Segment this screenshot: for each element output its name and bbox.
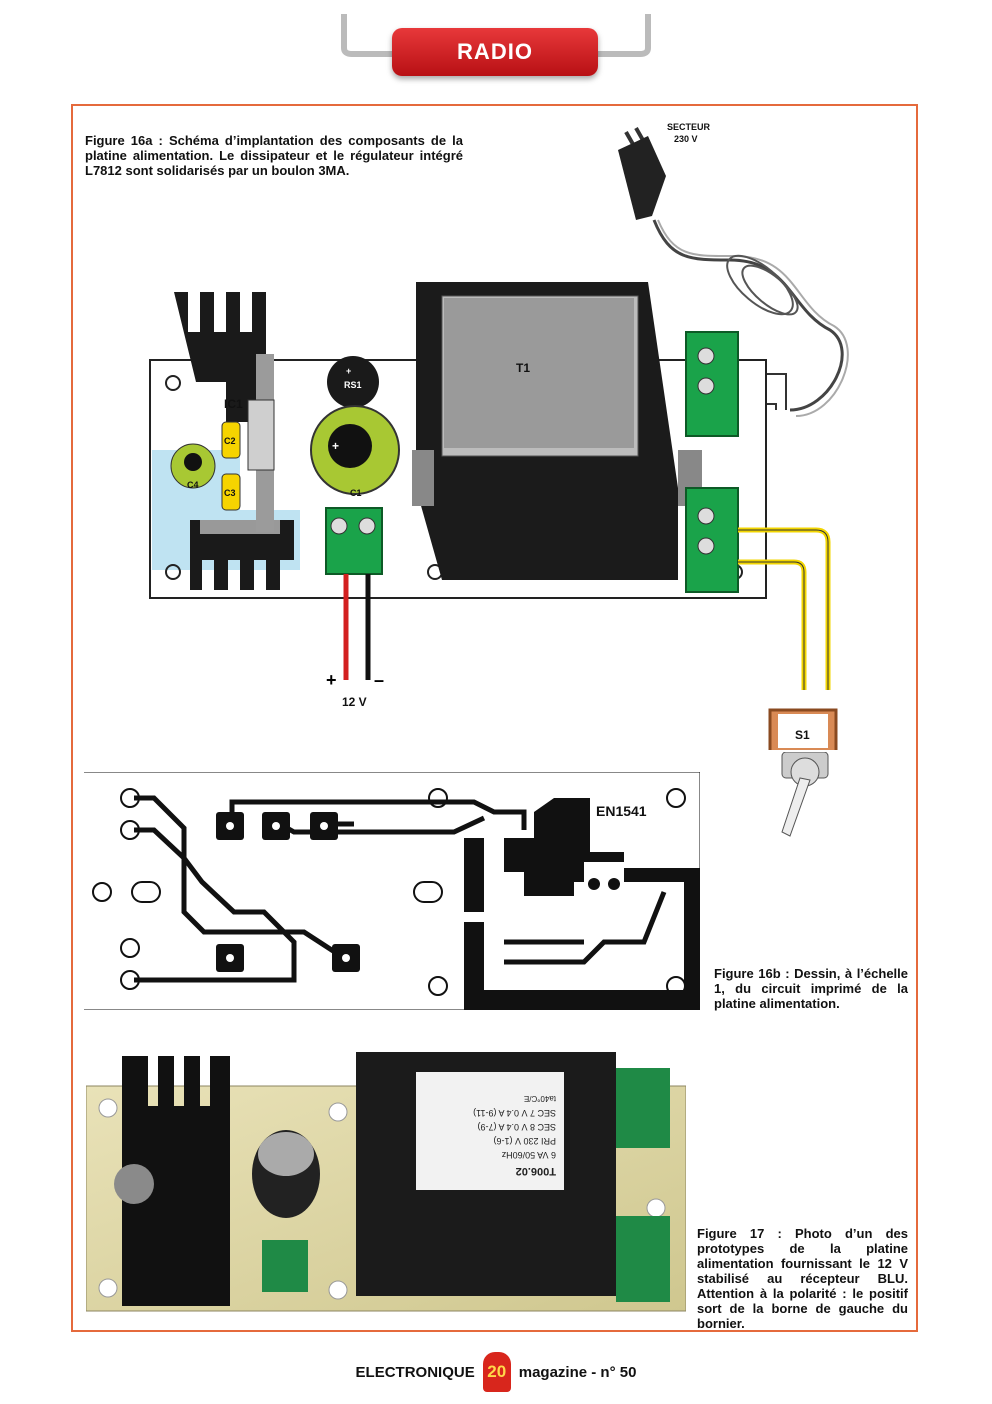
transformer-model: T006.02 bbox=[516, 1165, 556, 1177]
t1-label: T1 bbox=[516, 361, 530, 375]
ic1-label: IC1 bbox=[224, 397, 243, 411]
transformer-spec-5: ta40°C/E bbox=[524, 1094, 556, 1103]
magazine-name-right: magazine - n° 50 bbox=[518, 1363, 637, 1381]
c4-label: C4 bbox=[187, 480, 199, 490]
output-minus: – bbox=[374, 670, 384, 690]
switch-wire-2 bbox=[738, 561, 805, 690]
rs1-plus: + bbox=[346, 366, 351, 376]
switch-s1 bbox=[768, 708, 838, 750]
figure-17-photo: T006.02 6 VA 50/60Hz PRI 230 V (1-6) SEC… bbox=[86, 1052, 686, 1312]
pcb-code: EN1541 bbox=[596, 803, 647, 819]
mains-plug bbox=[618, 127, 849, 417]
mains-label: SECTEUR bbox=[667, 122, 711, 132]
figure-frame bbox=[71, 104, 918, 1332]
figure-16a-layout: SECTEUR 230 V IC1 C2 C3 C4 + RS1 + C1 + … bbox=[149, 122, 849, 750]
section-badge: RADIO bbox=[392, 28, 598, 76]
figure-16b-caption: Figure 16b : Dessin, à l’échelle 1, du c… bbox=[714, 966, 908, 1011]
bridge-rs1 bbox=[327, 356, 379, 408]
transformer-spec-3: SEC 8 V 0.4 A (7-9) bbox=[477, 1122, 556, 1132]
c3-label: C3 bbox=[224, 488, 236, 498]
figure-16a-caption: Figure 16a : Schéma d’implantation des c… bbox=[85, 133, 463, 178]
transformer-t1 bbox=[412, 282, 702, 580]
figure-17-caption: Figure 17 : Photo d’un des prototypes de… bbox=[697, 1226, 908, 1331]
capacitor-c3 bbox=[221, 473, 241, 511]
regulator-ic1 bbox=[247, 399, 275, 471]
c2-label: C2 bbox=[224, 436, 236, 446]
magazine-name-left: ELECTRONIQUE bbox=[355, 1363, 475, 1381]
transformer-spec-4: SEC 7 V 0.4 A (9-11) bbox=[473, 1108, 556, 1118]
figure-16b-pcb: EN1541 bbox=[84, 772, 700, 1010]
mains-terminal-block bbox=[685, 331, 739, 437]
capacitor-c2 bbox=[221, 421, 241, 459]
switch-wire-1 bbox=[738, 529, 829, 690]
output-plus: + bbox=[326, 670, 337, 690]
mains-voltage-label: 230 V bbox=[674, 134, 698, 144]
transformer-spec-1: 6 VA 50/60Hz bbox=[501, 1150, 556, 1160]
section-title: RADIO bbox=[457, 39, 533, 64]
rs1-label: RS1 bbox=[344, 380, 362, 390]
output-terminal-block bbox=[325, 507, 383, 575]
switch-toggle bbox=[781, 752, 829, 837]
s1-label: S1 bbox=[795, 728, 810, 742]
transformer-spec-2: PRI 230 V (1-6) bbox=[493, 1136, 556, 1146]
c1-label: C1 bbox=[350, 488, 362, 498]
output-voltage: 12 V bbox=[342, 695, 367, 709]
page-number: 20 bbox=[482, 1352, 511, 1392]
c1-plus: + bbox=[332, 439, 339, 453]
page-footer: ELECTRONIQUE 20 magazine - n° 50 bbox=[0, 1352, 992, 1392]
